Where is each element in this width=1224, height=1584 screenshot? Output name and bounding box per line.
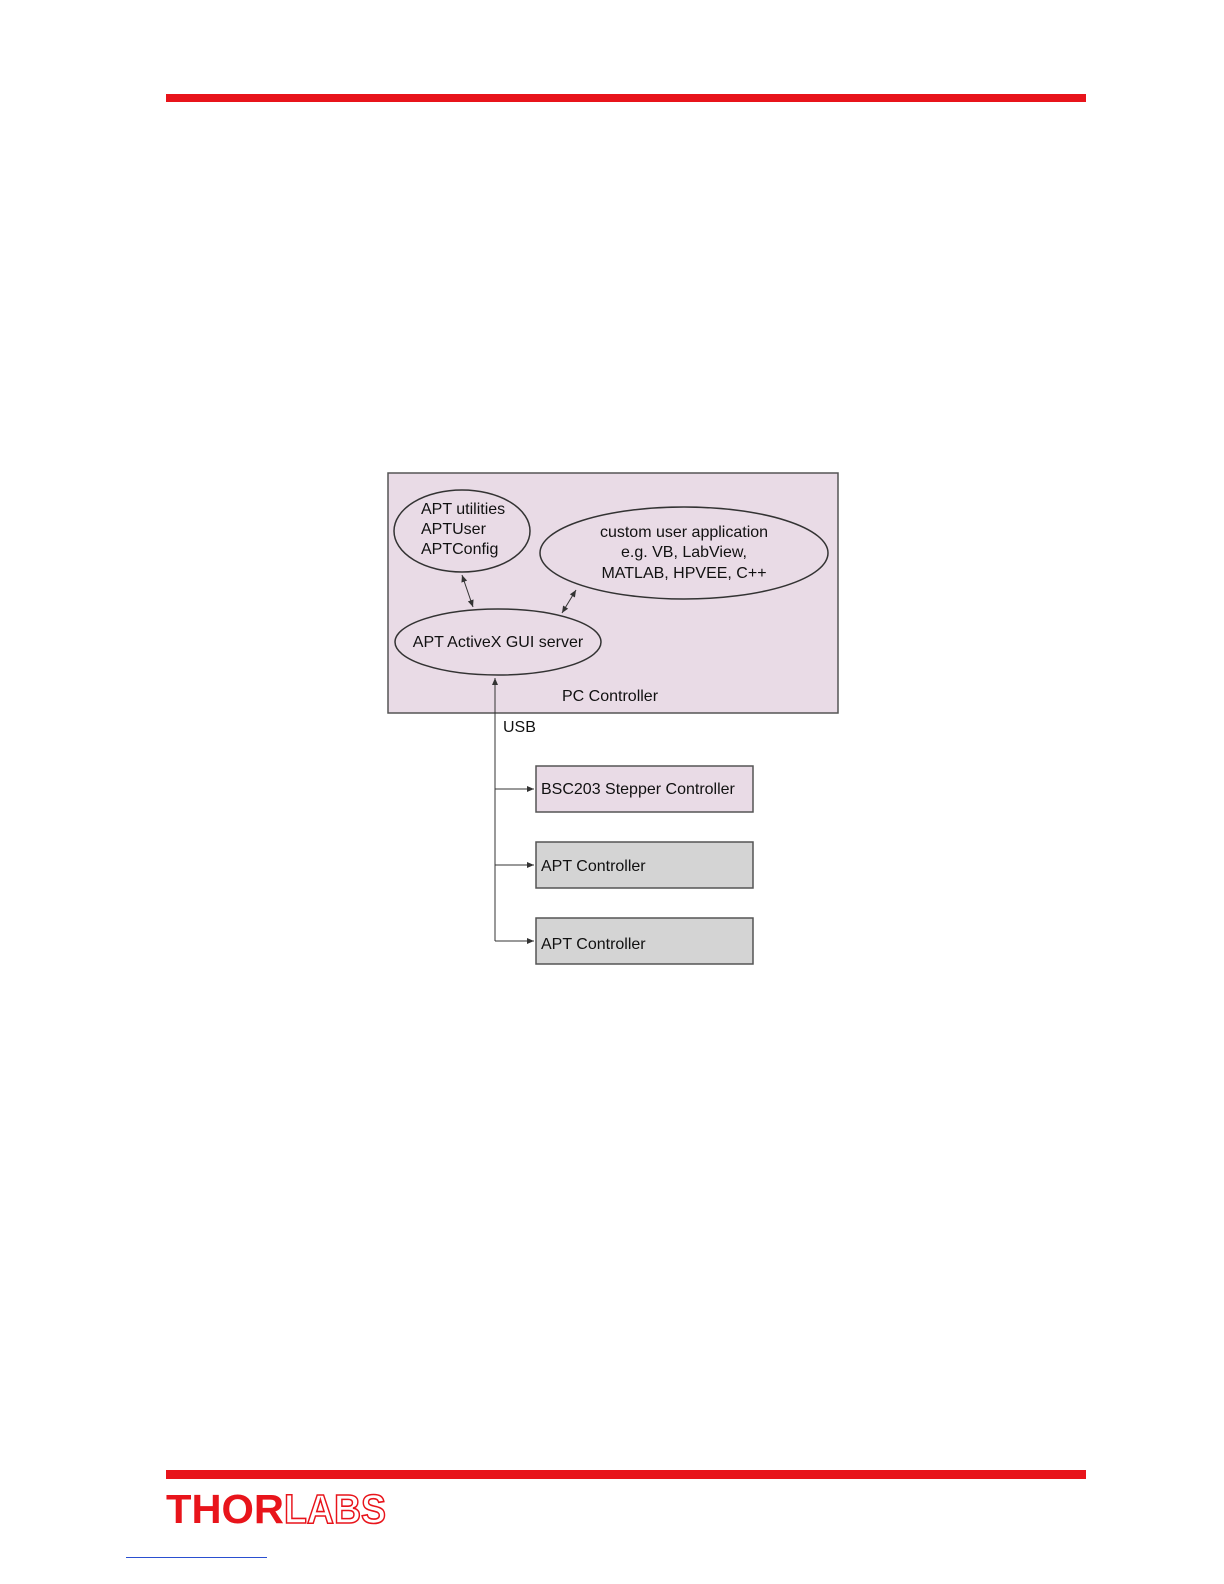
utilities-line-2: APTUser: [421, 521, 487, 538]
gui-server-label: APT ActiveX GUI server: [413, 634, 584, 651]
footer-link-underline[interactable]: [126, 1557, 267, 1558]
custom-app-line-1: custom user application: [600, 524, 768, 541]
logo-labs: LABS: [284, 1488, 386, 1532]
apt-controller-label-2: APT Controller: [541, 936, 646, 953]
thorlabs-logo: THOR LABS: [166, 1488, 406, 1532]
usb-label: USB: [503, 719, 536, 736]
utilities-line-1: APT utilities: [421, 501, 505, 518]
custom-app-line-3: MATLAB, HPVEE, C++: [601, 565, 766, 582]
utilities-line-3: APTConfig: [421, 541, 498, 558]
footer-rule: [166, 1470, 1086, 1479]
apt-controller-label-1: APT Controller: [541, 858, 646, 875]
custom-app-line-2: e.g. VB, LabView,: [621, 544, 747, 561]
pc-controller-label: PC Controller: [562, 688, 659, 705]
logo-thor: THOR: [166, 1488, 284, 1532]
bsc203-controller-label: BSC203 Stepper Controller: [541, 781, 736, 798]
